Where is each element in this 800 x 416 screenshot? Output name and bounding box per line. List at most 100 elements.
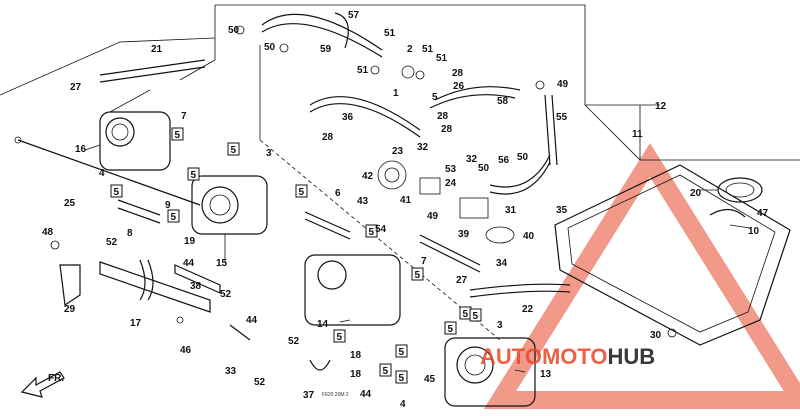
box-marker: 5: [171, 127, 184, 141]
box-marker: 5: [167, 209, 180, 223]
callout-52: 52: [106, 237, 118, 248]
callout-1: 1: [393, 88, 399, 99]
callout-8: 8: [127, 228, 133, 239]
callout-47: 47: [757, 208, 769, 219]
box-marker: 5: [469, 308, 482, 322]
callout-26: 26: [453, 81, 465, 92]
callout-21: 21: [151, 44, 163, 55]
callout-27: 27: [456, 275, 468, 286]
callout-7: 7: [181, 111, 187, 122]
callout-labels: 1 2 3 3 4 4 5 6 7 7 8 9 10 11 12 13 14 1…: [42, 10, 769, 410]
front-direction-arrow: FR.: [20, 371, 65, 398]
box-marker: 5: [395, 344, 408, 358]
callout-18: 18: [350, 350, 362, 361]
callout-59: 59: [320, 44, 332, 55]
carburetor-assembly-front: [304, 254, 536, 407]
callout-18: 18: [350, 369, 362, 380]
svg-text:5: 5: [463, 309, 469, 320]
diagram-footer-code: F620 20M 2: [322, 392, 349, 398]
callout-33: 33: [225, 366, 237, 377]
box-marker: 5: [365, 224, 378, 238]
callout-52: 52: [288, 336, 300, 347]
callout-45: 45: [424, 374, 436, 385]
svg-text:5: 5: [299, 187, 305, 198]
air-chamber: [554, 164, 791, 346]
svg-text:5: 5: [369, 227, 375, 238]
callout-20: 20: [690, 188, 702, 199]
svg-text:5: 5: [175, 130, 181, 141]
callout-4: 4: [99, 168, 105, 179]
callout-19: 19: [184, 236, 196, 247]
callout-41: 41: [400, 195, 412, 206]
box-marker: 5: [459, 306, 472, 320]
watermark-auto: AUTO: [480, 344, 542, 369]
callout-50: 50: [264, 42, 276, 53]
callout-49: 49: [557, 79, 569, 90]
svg-text:5: 5: [191, 170, 197, 181]
callout-44: 44: [360, 389, 372, 400]
svg-text:5: 5: [231, 145, 237, 156]
callout-32: 32: [417, 142, 429, 153]
callout-53: 53: [445, 164, 457, 175]
callout-2: 2: [407, 44, 413, 55]
callout-38: 38: [190, 281, 202, 292]
callout-55: 55: [556, 112, 568, 123]
callout-14: 14: [317, 319, 329, 330]
callout-28: 28: [452, 68, 464, 79]
watermark-logo: [483, 143, 800, 409]
callout-40: 40: [523, 231, 535, 242]
svg-text:AUTOMOTOHUB: AUTOMOTOHUB: [480, 344, 655, 369]
callout-50: 50: [478, 163, 490, 174]
callout-6: 6: [335, 188, 341, 199]
callout-28: 28: [441, 124, 453, 135]
callout-57: 57: [348, 10, 360, 21]
callout-15: 15: [216, 258, 228, 269]
svg-text:5: 5: [399, 347, 405, 358]
callout-17: 17: [130, 318, 142, 329]
callout-31: 31: [505, 205, 517, 216]
callout-58: 58: [497, 96, 509, 107]
svg-text:5: 5: [448, 324, 454, 335]
boxed-markers: 5 5 5 5 5 5 5 5 5 5 5 5 5 5 5: [110, 127, 482, 384]
svg-text:5: 5: [473, 311, 479, 322]
callout-36: 36: [342, 112, 354, 123]
box-marker: 5: [411, 267, 424, 281]
callout-50: 50: [228, 25, 240, 36]
callout-10: 10: [748, 226, 760, 237]
box-marker: 5: [379, 363, 392, 377]
callout-51: 51: [384, 28, 396, 39]
svg-text:5: 5: [415, 270, 421, 281]
assembly-frame: [0, 4, 800, 161]
fuel-hoses: [99, 12, 571, 371]
callout-4: 4: [400, 399, 406, 410]
box-marker: 5: [187, 167, 200, 181]
callout-7: 7: [421, 256, 427, 267]
callout-54: 54: [375, 224, 387, 235]
callout-51: 51: [357, 65, 369, 76]
callout-28: 28: [437, 111, 449, 122]
callout-24: 24: [445, 178, 457, 189]
callout-51: 51: [422, 44, 434, 55]
box-marker: 5: [295, 184, 308, 198]
callout-44: 44: [183, 258, 195, 269]
carburetor-assembly-rear: [99, 111, 268, 235]
callout-16: 16: [75, 144, 87, 155]
front-label: FR.: [48, 373, 64, 384]
svg-text:5: 5: [337, 332, 343, 343]
callout-52: 52: [254, 377, 266, 388]
svg-text:5: 5: [171, 212, 177, 223]
callout-35: 35: [556, 205, 568, 216]
watermark-hub: HUB: [608, 344, 656, 369]
small-fittings: [14, 25, 677, 338]
box-marker: 5: [333, 329, 346, 343]
callout-5: 5: [432, 92, 438, 103]
callout-9: 9: [165, 200, 171, 211]
callout-13: 13: [540, 369, 552, 380]
callout-39: 39: [458, 229, 470, 240]
svg-text:5: 5: [399, 373, 405, 384]
callout-44: 44: [246, 315, 258, 326]
callout-27: 27: [70, 82, 82, 93]
callout-51: 51: [436, 53, 448, 64]
callout-56: 56: [498, 155, 510, 166]
